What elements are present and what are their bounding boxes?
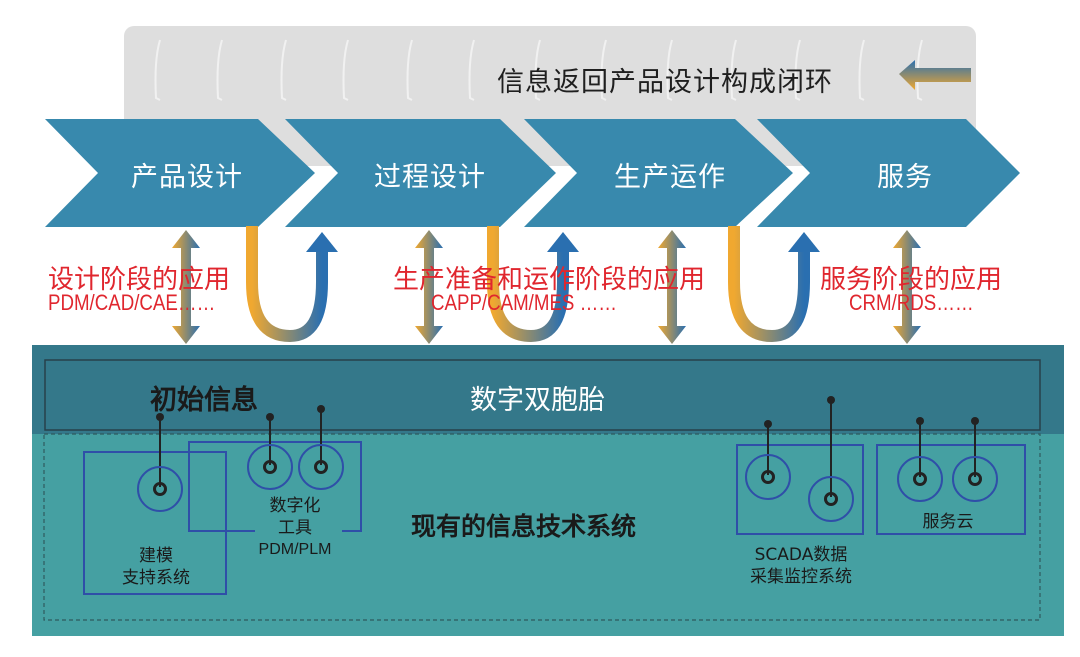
production-app-systems: CAPP/CAM/MES ……: [431, 290, 617, 315]
digital-tools-line3: PDM/PLM: [258, 541, 332, 558]
service-app-systems: CRM/RDS……: [849, 290, 974, 315]
production-app-title: 生产准备和运作阶段的应用: [393, 264, 706, 294]
stage-chevrons: [45, 119, 1020, 227]
scada-line2: 采集监控系统: [750, 567, 852, 587]
node-icon: [137, 413, 183, 512]
stage-chevron-product-design[interactable]: [45, 119, 315, 227]
modeling-line1: 建模: [139, 546, 173, 566]
bidirectional-arrows: [172, 230, 921, 344]
digital-twin-frame: [44, 359, 1041, 431]
stage-chevron-production[interactable]: [524, 119, 793, 227]
stage-label-process-design: 过程设计: [374, 162, 486, 193]
scada-system-label: SCADA数据 采集监控系统: [750, 544, 852, 588]
stage-chevron-service[interactable]: [757, 119, 1020, 227]
u-turn-arrows: [246, 226, 820, 343]
it-systems-title: 现有的信息技术系统: [411, 512, 637, 541]
digital-twin-title: 数字双胞胎: [470, 385, 605, 416]
system-boxes: [83, 441, 1026, 595]
node-icon: [247, 413, 293, 490]
node-icon: [298, 405, 344, 490]
node-icon: [952, 417, 998, 502]
node-icon: [897, 417, 943, 502]
stage-label-service: 服务: [877, 162, 933, 193]
bidirectional-arrow-icon: [893, 230, 921, 344]
u-turn-arrow-icon: [728, 226, 820, 343]
stage-label-product-design: 产品设计: [131, 162, 243, 193]
digital-tools-box[interactable]: [188, 441, 362, 532]
stage-chevron-process-design[interactable]: [285, 119, 556, 227]
service-cloud-label: 服务云: [922, 512, 974, 532]
left-arrow-icon: [899, 60, 971, 90]
u-turn-arrow-icon: [246, 226, 338, 343]
digital-tools-line2: 工具: [278, 518, 312, 538]
modeling-system-box[interactable]: [83, 451, 227, 595]
digital-tools-line1: 数字化: [269, 496, 321, 516]
node-icon: [808, 396, 854, 522]
u-turn-arrow-icon: [487, 226, 579, 343]
system-nodes: [137, 396, 998, 522]
modeling-system-label: 建模 支持系统: [122, 545, 190, 589]
modeling-line2: 支持系统: [122, 568, 190, 588]
design-app-systems: PDM/CAD/CAE……: [48, 290, 216, 315]
scada-line1: SCADA数据: [754, 545, 848, 565]
stage-label-production: 生产运作: [614, 162, 726, 193]
bidirectional-arrow-icon: [172, 230, 200, 344]
scada-system-box[interactable]: [736, 444, 864, 535]
design-app-title: 设计阶段的应用: [48, 264, 231, 294]
service-cloud-box[interactable]: [876, 444, 1026, 535]
it-systems-dashed-frame: [43, 433, 1041, 621]
node-icon: [745, 420, 791, 500]
digital-tools-label: 数字化 工具 PDM/PLM: [259, 495, 332, 561]
bidirectional-arrow-icon: [658, 230, 686, 344]
initial-info-label: 初始信息: [150, 385, 258, 416]
bidirectional-arrow-icon: [415, 230, 443, 344]
feedback-loop-text: 信息返回产品设计构成闭环: [497, 67, 833, 98]
service-app-title: 服务阶段的应用: [820, 264, 1003, 294]
